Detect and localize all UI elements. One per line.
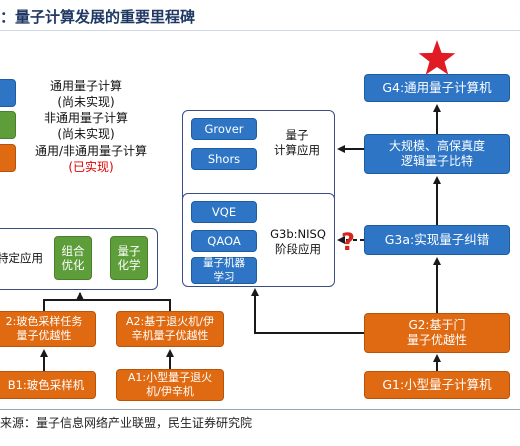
legend-swatch-green [0,111,16,139]
legend-swatch-blue [0,79,16,107]
label-line: G3b:NISQ [270,227,326,241]
box-line: 优化 [61,258,85,272]
title-divider [0,30,520,31]
specific-app-label: 特定应用 [0,251,43,265]
legend-label: 非通用量子计算 [43,111,128,125]
box-line: 辛机量子优越性 [131,329,209,342]
legend-item-achieved: 通用/非通用量子计算 (已实现) [20,144,162,175]
quantum-computing-app-label: 量子 计算应用 [262,128,332,158]
source-divider [0,409,520,410]
grover-box: Grover [191,118,257,140]
arrow-b2-to-specific-apps [43,299,80,311]
box-line: 量子优越性 [406,333,467,347]
legend-label: 通用/非通用量子计算 [34,144,148,158]
page-title: ：量子计算发展的重要里程碑 [0,8,196,26]
box-line: A1:小型量子退火 [127,371,213,385]
box-line: B1:玻色采样机 [7,377,85,392]
legend-status: (已实现) [68,159,114,174]
quantum-chemistry-box: 量子化学 [110,236,148,280]
box-line: 量子优越性 [16,329,72,342]
g3a-error-correction-box: G3a:实现量子纠错 [364,225,510,255]
label-line: 量子 [285,128,309,142]
g1-small-computer-box: G1:小型量子计算机 [364,371,510,399]
legend-label: 通用量子计算 [49,79,122,93]
arrow-g2-to-nisq-apps [251,288,364,334]
box-line: 学习 [213,270,235,283]
box-line: A2:基于退火机/伊 [126,315,214,329]
quantum-ml-box: 量子机器学习 [191,257,257,284]
label-line: 阶段应用 [275,241,321,256]
g2-gate-supremacy-box: G2:基于门量子优越性 [364,313,510,353]
box-line: 大规模、高保真度 [388,139,485,153]
legend-swatch-orange [0,144,16,172]
legend-item-universal: 通用量子计算 (尚未实现) [26,79,146,110]
qaoa-box: QAOA [191,230,257,252]
box-line: 化学 [117,258,141,272]
a1-small-annealer-box: A1:小型量子退火机/伊辛机 [116,369,224,401]
box-line: 组合 [61,243,85,258]
a2-annealing-supremacy-box: A2:基于退火机/伊辛机量子优越性 [116,311,224,347]
arrow-a2-to-specific-apps [79,293,171,311]
combinatorial-optimization-box: 组合优化 [54,236,92,280]
box-line: 逻辑量子比特 [400,154,473,168]
large-scale-logical-qubit-box: 大规模、高保真度逻辑量子比特 [364,134,510,174]
legend-item-non-universal: 非通用量子计算 (尚未实现) [26,111,146,142]
question-mark-icon: ? [341,228,355,256]
box-line: 量子机器 [203,257,245,270]
box-line: 机/伊辛机 [146,385,194,398]
vqe-box: VQE [191,201,257,223]
label-line: 计算应用 [274,142,320,157]
b1-boson-sampler-box: B1:玻色采样机 [0,371,96,399]
box-line: 量子 [117,243,141,258]
legend-status: (尚未实现) [57,94,115,109]
g3b-nisq-label: G3b:NISQ 阶段应用 [262,227,334,257]
source-note: 来源：量子信息网络产业联盟，民生证券研究院 [0,416,253,430]
shors-box: Shors [191,148,257,170]
box-line: G2:基于门 [408,318,466,332]
g4-universal-computer-box: G4:通用量子计算机 [364,74,510,102]
star-icon [418,40,456,75]
box-line: 2:玻色采样任务 [5,315,83,329]
legend-status: (尚未实现) [57,126,115,141]
b2-boson-sampling-supremacy-box: 2:玻色采样任务量子优越性 [0,311,96,347]
